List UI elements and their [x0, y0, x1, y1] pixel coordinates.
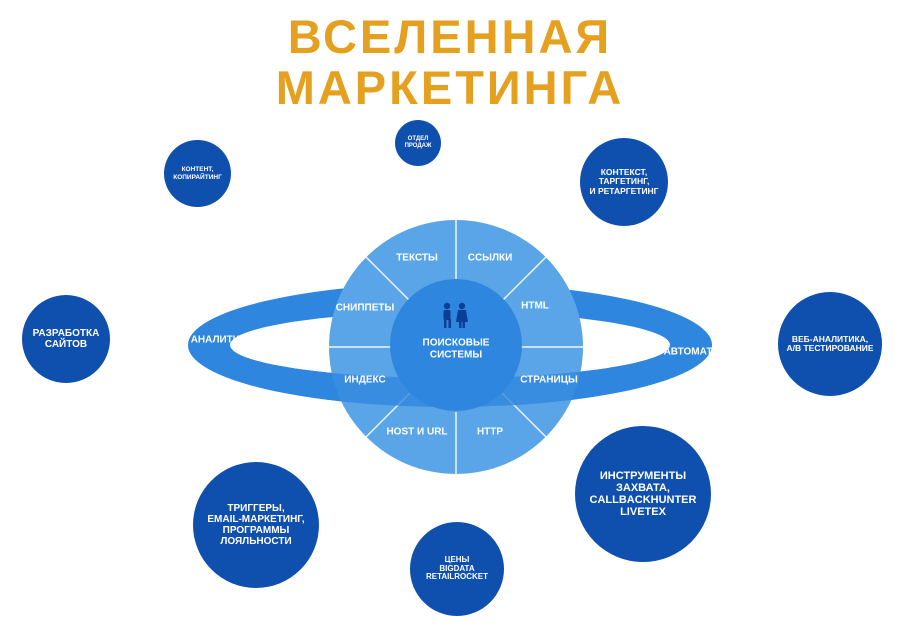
- segment-pages: СТРАНИЦЫ: [520, 375, 578, 386]
- ring-label-automat: АВТОМАТ: [664, 347, 713, 358]
- segment-host-url: HOST И URL: [386, 427, 447, 438]
- people-icon: [443, 302, 468, 328]
- title-line-2: МАРКЕТИНГА: [275, 61, 625, 114]
- segment-dividers: [329, 220, 583, 474]
- planet-triggers-email: ТРИГГЕРЫ, EMAIL-МАРКЕТИНГ, ПРОГРАММЫ ЛОЯ…: [193, 462, 319, 588]
- core-circle: [390, 279, 522, 411]
- planet-capture-tools: ИНСТРУМЕНТЫ ЗАХВАТА, CALLBACKHUNTER LIVE…: [575, 426, 711, 562]
- segment-http: HTTP: [477, 427, 503, 438]
- core-label-line-2: СИСТЕМЫ: [430, 350, 482, 361]
- ring-front: [188, 345, 712, 407]
- planet-web-analytics: ВЕБ-АНАЛИТИКА, A/B ТЕСТИРОВАНИЕ: [778, 292, 882, 396]
- segment-links: ССЫЛКИ: [468, 253, 513, 264]
- planet-sales-department: ОТДЕЛ ПРОДАЖ: [395, 120, 441, 166]
- core-label-line-1: ПОИСКОВЫЕ: [423, 338, 490, 349]
- planet-web-development: РАЗРАБОТКА САЙТОВ: [22, 295, 110, 383]
- segment-html: HTML: [521, 301, 549, 312]
- planet-prices-bigdata: ЦЕНЫ BIGDATA RETAILROCKET: [410, 522, 504, 616]
- segment-index: ИНДЕКС: [344, 375, 385, 386]
- segment-snippets: СНИППЕТЫ: [336, 303, 395, 314]
- ring-label-analytics: АНАЛИТИКА: [191, 335, 254, 346]
- planet-content-copywriting: КОНТЕНТ, КОПИРАЙТИНГ: [164, 140, 231, 207]
- segment-texts: ТЕКСТЫ: [396, 253, 438, 264]
- planet-context-targeting: КОНТЕКСТ, ТАРГЕТИНГ, И РЕТАРГЕТИНГ: [580, 138, 668, 226]
- title-line-1: ВСЕЛЕННАЯ: [287, 10, 613, 63]
